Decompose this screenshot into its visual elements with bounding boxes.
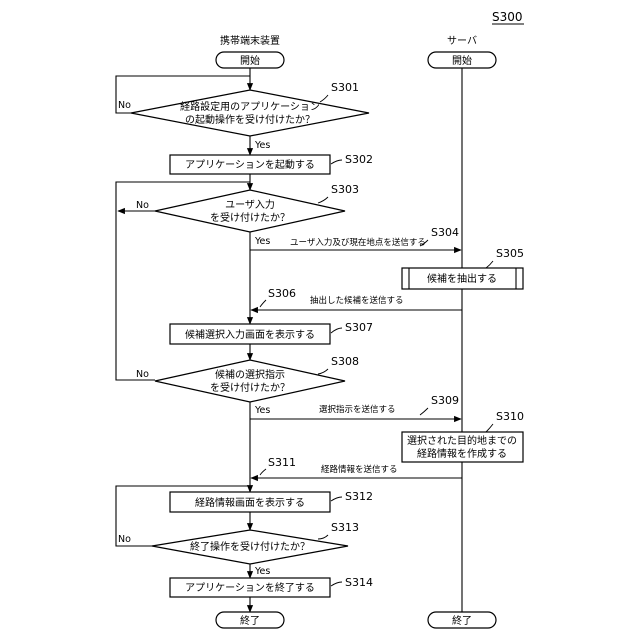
s310-step-id: S310 <box>496 410 524 423</box>
s305-predefined-process: 候補を抽出する <box>402 268 523 289</box>
s304-message: ユーザ入力及び現在地点を送信する <box>250 237 461 250</box>
s314-step-id: S314 <box>345 576 373 589</box>
s308-text-line1: 候補の選択指示 <box>215 368 285 381</box>
s312-step-id: S312 <box>345 490 373 503</box>
s307-process: 候補選択入力画面を表示する <box>170 324 330 344</box>
figure-label: S300 <box>492 10 523 24</box>
s308-text-line2: を受け付けたか？ <box>210 381 290 394</box>
s305-text: 候補を抽出する <box>427 272 497 285</box>
s313-decision: 終了操作を受け付けたか？ <box>152 530 348 564</box>
s304-step-id: S304 <box>431 226 459 239</box>
server-end-label: 終了 <box>452 614 472 627</box>
s308-yes-label: Yes <box>254 405 270 416</box>
s309-message-text: 選択指示を送信する <box>319 404 396 415</box>
s308-decision: 候補の選択指示 を受け付けたか？ <box>155 360 345 402</box>
s312-process: 経路情報画面を表示する <box>170 492 330 512</box>
s303-yes-label: Yes <box>254 236 270 247</box>
terminal-end-label: 終了 <box>240 614 260 627</box>
lane-header-server: サーバ <box>447 35 477 47</box>
s309-message: 選択指示を送信する <box>250 404 461 419</box>
s303-text-line2: を受け付けたか？ <box>210 211 290 224</box>
s303-no-label: No <box>136 200 149 211</box>
s310-text-line2: 経路情報を作成する <box>417 447 507 460</box>
s302-process: アプリケーションを起動する <box>170 155 330 174</box>
s301-no-label: No <box>118 100 131 111</box>
s313-no-label: No <box>118 534 131 545</box>
s313-yes-label: Yes <box>254 566 270 577</box>
terminal-start-label: 開始 <box>240 54 260 67</box>
s311-message-text: 経路情報を送信する <box>321 464 398 475</box>
s301-yes-label: Yes <box>254 140 270 151</box>
s304-message-text: ユーザ入力及び現在地点を送信する <box>290 237 426 248</box>
s303-text-line1: ユーザ入力 <box>225 198 275 211</box>
s301-text-line2: の起動操作を受け付けたか？ <box>185 113 315 126</box>
s301-text-line1: 経路設定用のアプリケーション <box>180 100 320 113</box>
s313-text: 終了操作を受け付けたか？ <box>190 540 310 553</box>
lane-header-terminal: 携帯端末装置 <box>220 34 280 47</box>
s310-process: 選択された目的地までの 経路情報を作成する <box>402 432 523 462</box>
server-start-terminator: 開始 <box>428 52 496 68</box>
s314-text: アプリケーションを終了する <box>185 581 315 594</box>
s308-step-id: S308 <box>331 355 359 368</box>
s306-step-id: S306 <box>268 287 296 300</box>
s311-step-id: S311 <box>268 456 296 469</box>
s303-decision: ユーザ入力 を受け付けたか？ <box>155 190 345 232</box>
terminal-end-terminator: 終了 <box>216 612 284 628</box>
s309-step-id: S309 <box>431 394 459 407</box>
s313-step-id: S313 <box>331 521 359 534</box>
s301-decision: 経路設定用のアプリケーション の起動操作を受け付けたか？ <box>131 90 369 136</box>
s302-text: アプリケーションを起動する <box>185 158 315 171</box>
s308-no-label: No <box>136 369 149 380</box>
s307-text: 候補選択入力画面を表示する <box>185 328 315 341</box>
s303-step-id: S303 <box>331 183 359 196</box>
s302-step-id: S302 <box>345 153 373 166</box>
terminal-start-terminator: 開始 <box>216 52 284 68</box>
server-end-terminator: 終了 <box>428 612 496 628</box>
s310-text-line1: 選択された目的地までの <box>407 434 517 447</box>
s314-process: アプリケーションを終了する <box>170 578 330 597</box>
s305-step-id: S305 <box>496 247 524 260</box>
s301-step-id: S301 <box>331 81 359 94</box>
s312-text: 経路情報画面を表示する <box>195 496 305 509</box>
server-start-label: 開始 <box>452 54 472 67</box>
s306-message-text: 抽出した候補を送信する <box>310 295 404 306</box>
s307-step-id: S307 <box>345 321 373 334</box>
